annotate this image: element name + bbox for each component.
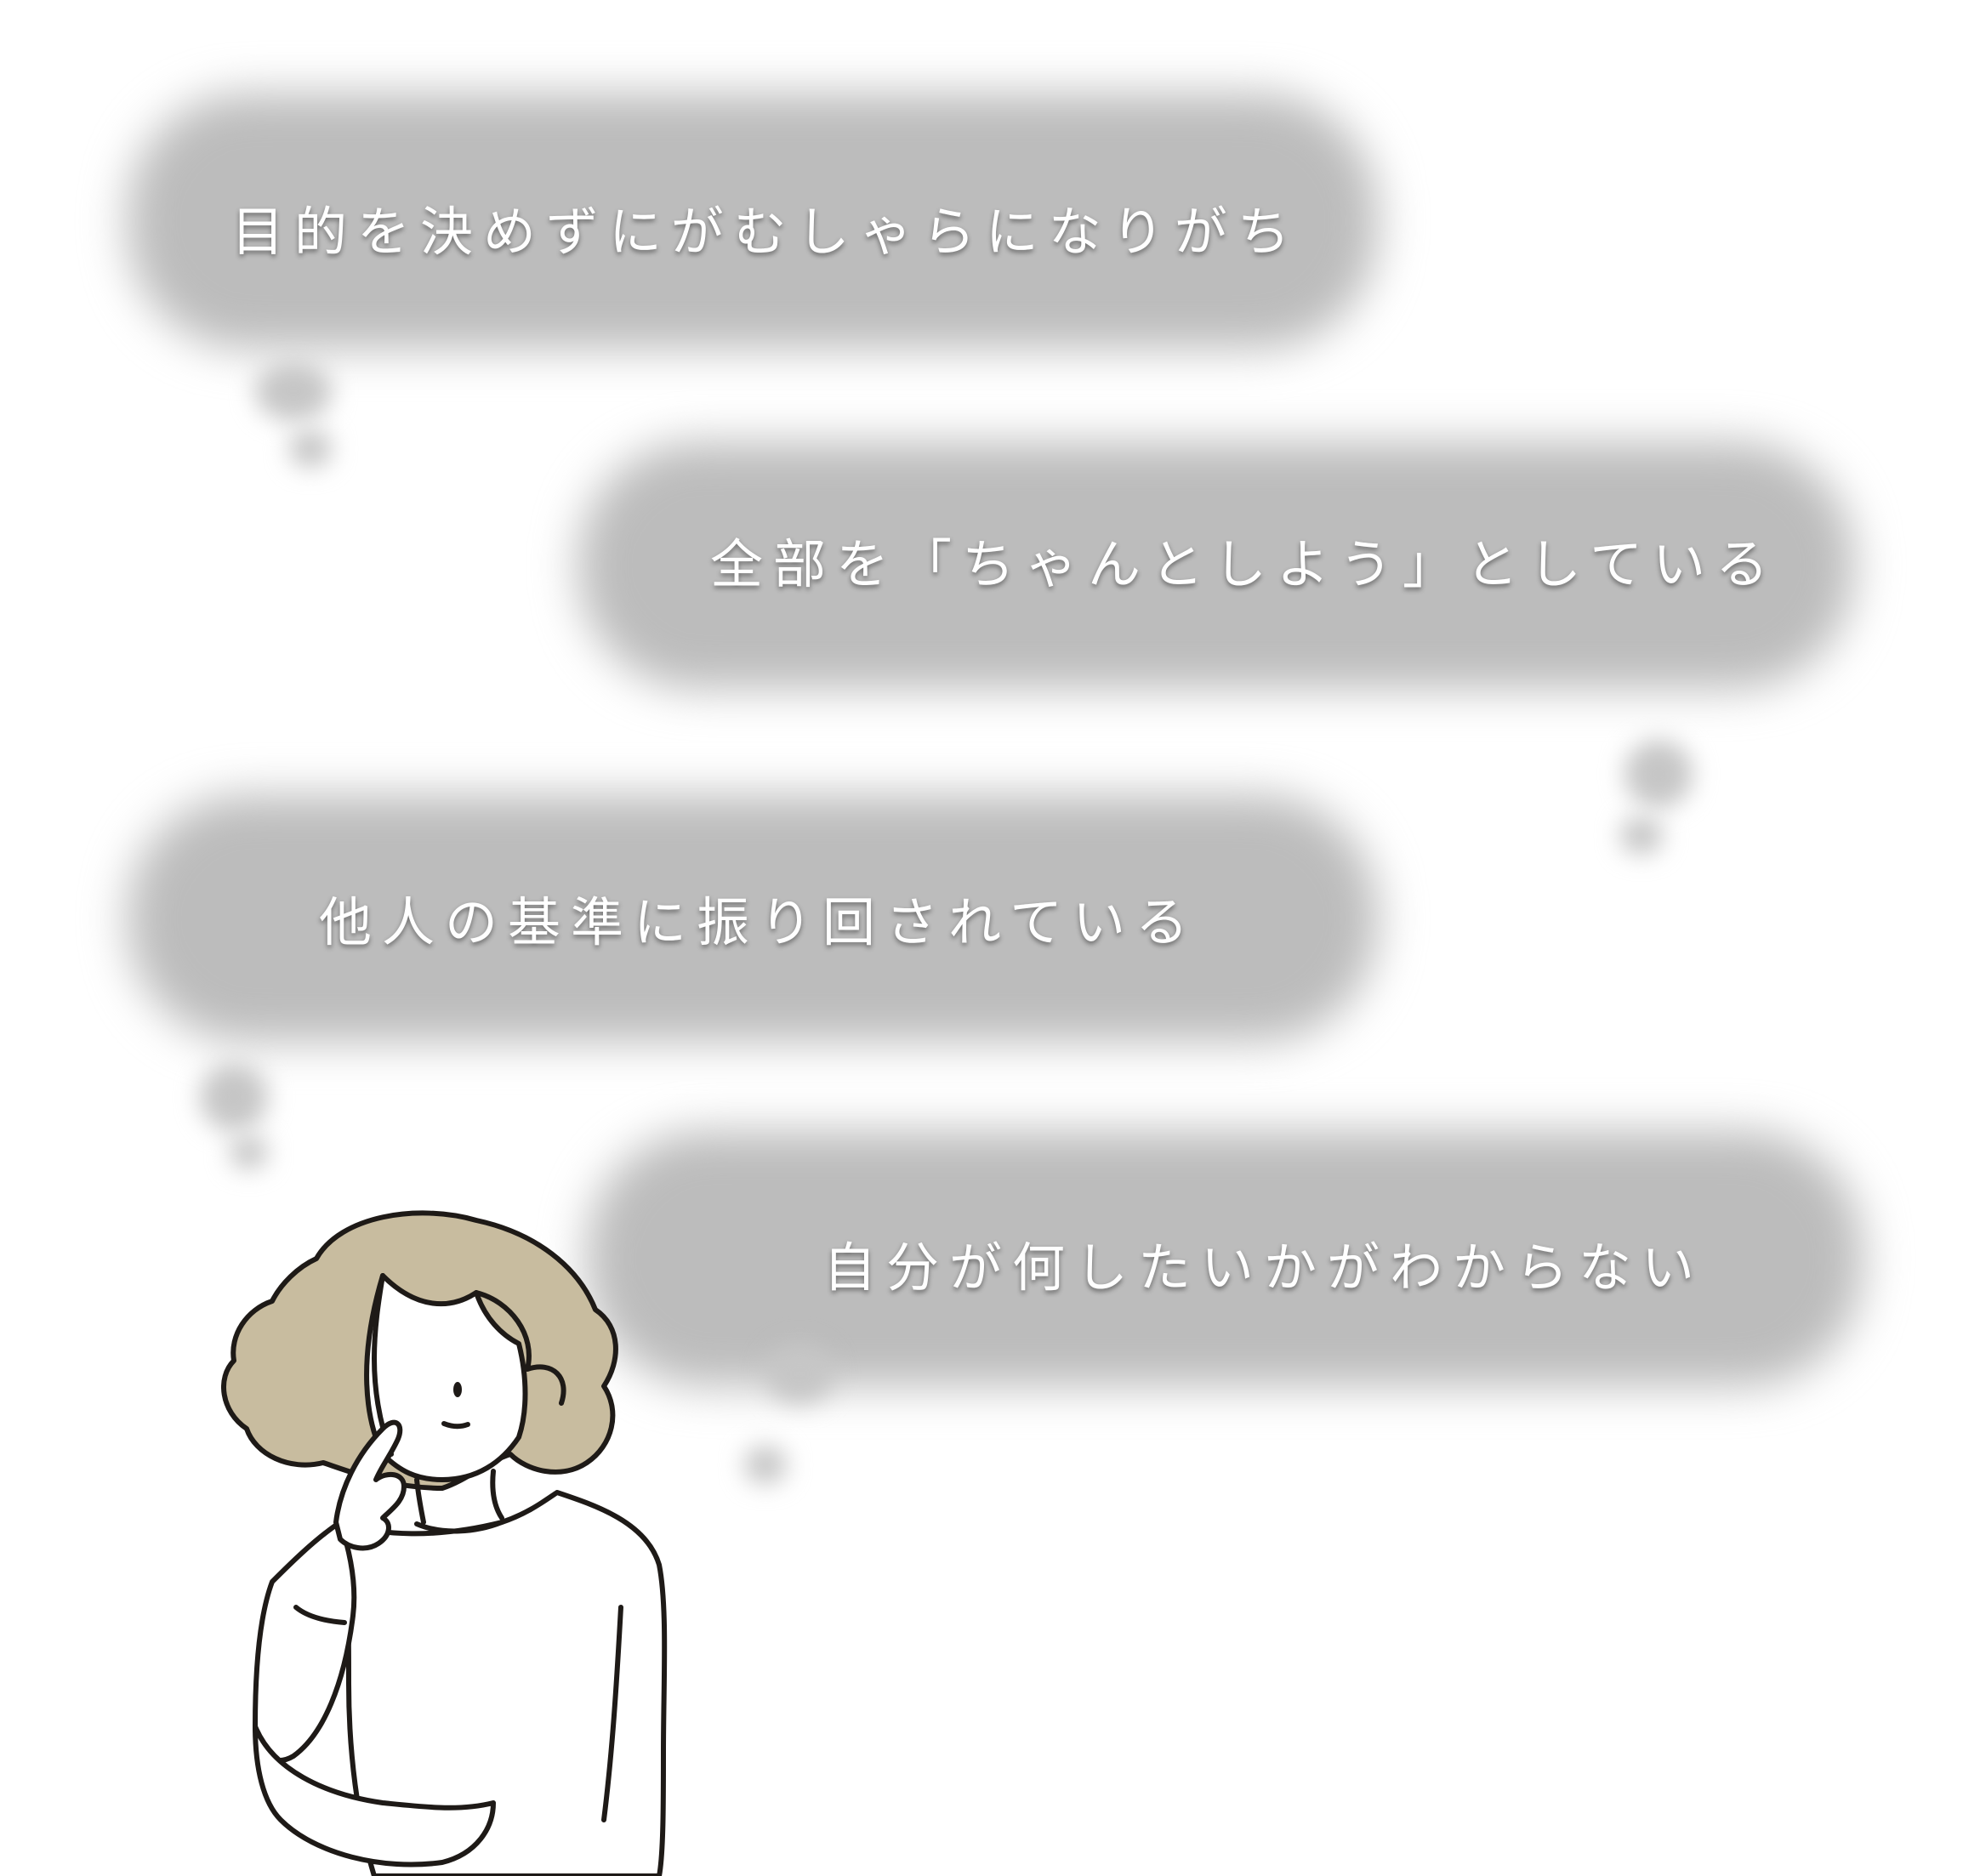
- eye: [453, 1382, 462, 1397]
- bubble-1-highlight: 目的を決めず: [231, 201, 610, 263]
- bubble-3-text: 他人の基準に振り回されている: [319, 896, 1198, 949]
- hair-curl-right: [474, 1290, 566, 1406]
- bubble-1-text: 目的を決めずにがむしゃらになりがち: [231, 206, 1300, 259]
- bubble-4-text: 自分が何したいかがわからない: [823, 1242, 1704, 1294]
- bubble-2-highlight: 全部を: [710, 533, 900, 595]
- sweater: [338, 1490, 668, 1876]
- sleeve-cuff: [293, 1605, 347, 1625]
- bubble-4-lead: 自分が: [823, 1236, 1013, 1299]
- collar: [414, 1520, 504, 1534]
- hand: [333, 1419, 407, 1551]
- body-side-line: [601, 1605, 623, 1822]
- bubble-4-rest: がわからない: [1327, 1236, 1705, 1299]
- neck-left: [414, 1477, 426, 1525]
- bubble-4-tail-large: [765, 1344, 834, 1403]
- bubble-2-tail-small: [1620, 816, 1663, 855]
- bubble-1-tail-small: [289, 429, 332, 468]
- bubble-2-tail-large: [1624, 740, 1693, 808]
- bubble-2-rest: 「ちゃんとしよう」としている: [899, 533, 1779, 595]
- bubble-4-highlight: 何したいか: [1012, 1236, 1328, 1299]
- raised-arm: [253, 1520, 357, 1763]
- bubble-3-highlight: 他人の基準: [319, 891, 634, 953]
- bubble-1-tail-large: [255, 361, 332, 421]
- bubble-3-tail-small: [230, 1135, 268, 1169]
- mouth: [441, 1421, 470, 1430]
- neck-right: [490, 1469, 504, 1521]
- thinking-woman-icon: [221, 1210, 668, 1876]
- bubble-2-text: 全部を「ちゃんとしよう」としている: [710, 538, 1778, 591]
- lower-arm: [253, 1724, 496, 1867]
- bubble-3-tail-large: [200, 1063, 268, 1131]
- bubble-3-rest: に振り回されている: [634, 891, 1199, 953]
- bubble-4-tail-small: [744, 1446, 787, 1484]
- bubble-1-rest: にがむしゃらになりがち: [609, 201, 1300, 263]
